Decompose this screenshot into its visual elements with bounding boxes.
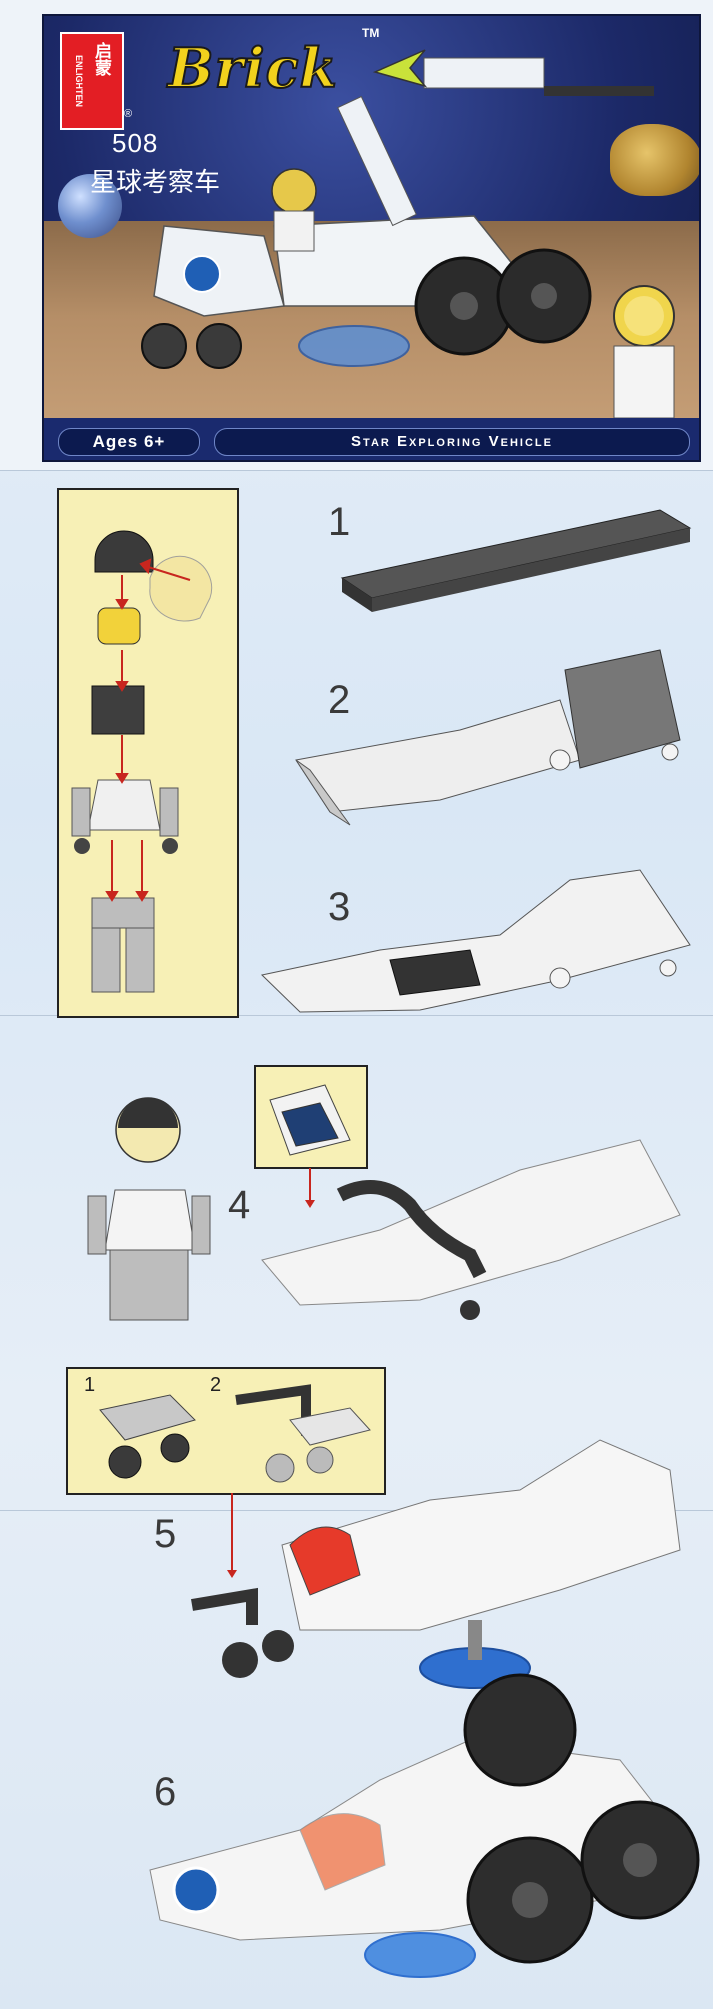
- subassembly-label-2: 2: [210, 1374, 222, 1396]
- fold-line: [0, 470, 713, 471]
- meteor-rock-icon: [610, 124, 699, 196]
- rover-vehicle-illustration: [141, 57, 675, 419]
- registered-mark: ®: [124, 108, 133, 120]
- plane-logo-icon: [372, 49, 428, 88]
- brick-logo-word: Brick: [167, 35, 338, 101]
- step-number-4: 4: [228, 1183, 251, 1227]
- product-title: Star Exploring Vehicle: [214, 428, 690, 456]
- step-number-3: 3: [328, 885, 351, 929]
- brand-english-label: ENLIGHTEN: [74, 54, 84, 107]
- step-number-5: 5: [154, 1512, 177, 1556]
- step-number-6: 6: [154, 1770, 177, 1814]
- earth-planet-icon: [58, 174, 122, 238]
- brand-chinese-label: 启蒙: [92, 42, 111, 76]
- box-art-header: ENLIGHTEN 启蒙 ® Brick TM 508 星球考察车 Ages 6…: [0, 0, 713, 470]
- set-name-chinese: 星球考察车: [90, 167, 221, 197]
- fold-line: [0, 1510, 713, 1511]
- fold-line: [0, 1015, 713, 1016]
- step-number-2: 2: [328, 678, 351, 722]
- trademark-mark: TM: [362, 26, 380, 40]
- enlighten-logo: ENLIGHTEN 启蒙: [60, 32, 124, 130]
- subassembly-label-1: 1: [84, 1374, 96, 1396]
- ages-label: Ages 6+: [58, 428, 200, 456]
- set-number: 508: [112, 128, 159, 158]
- step-number-1: 1: [328, 500, 351, 544]
- box-art-image: ENLIGHTEN 启蒙 ® Brick TM 508 星球考察车 Ages 6…: [42, 14, 701, 462]
